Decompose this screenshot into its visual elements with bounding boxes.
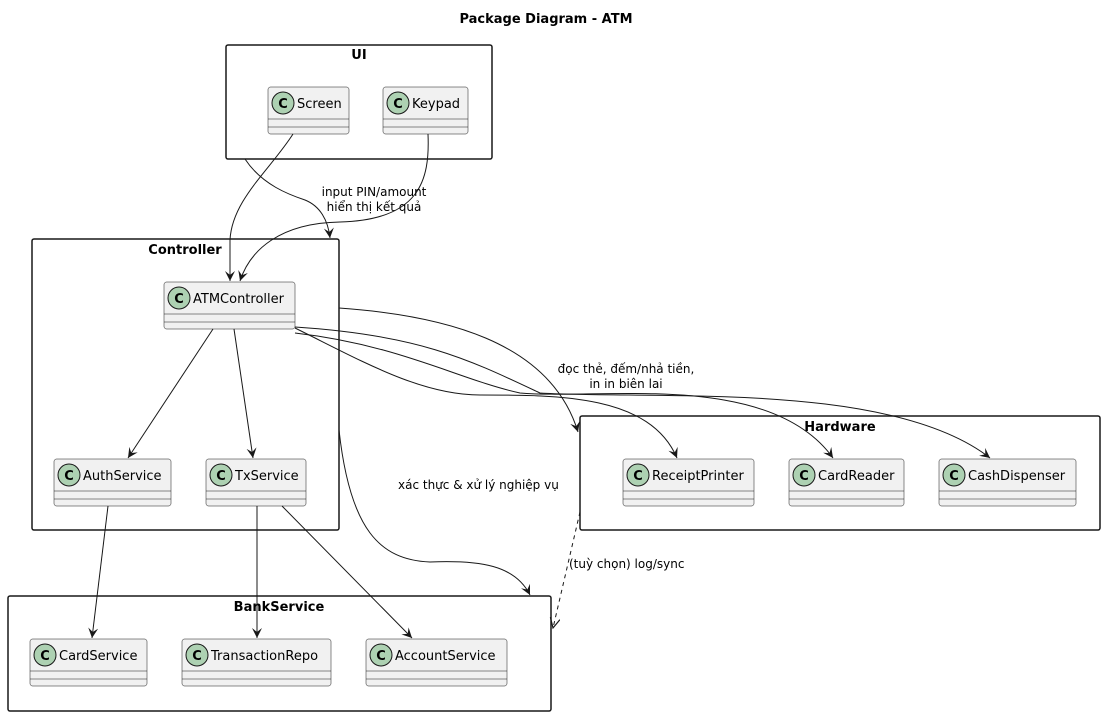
class-txservice[interactable]: C TxService: [205, 458, 307, 507]
package-hardware-label: Hardware: [804, 420, 876, 435]
edge-atmcontroller-to-receiptprinter: [294, 327, 678, 459]
class-authservice[interactable]: C AuthService: [53, 458, 172, 507]
class-cardservice[interactable]: C CardService: [29, 638, 148, 687]
class-atmcontroller-label: ATMController: [193, 292, 285, 307]
class-cashdispenser[interactable]: C CashDispenser: [938, 458, 1077, 507]
class-icon-letter: C: [216, 469, 226, 484]
diagram-title: Package Diagram - ATM: [459, 12, 632, 27]
class-txservice-label: TxService: [234, 469, 299, 484]
class-icon: [167, 286, 191, 310]
edge-authservice-to-cardservice: [88, 505, 109, 639]
class-icon: [942, 463, 966, 487]
class-icon: [185, 643, 209, 667]
class-cardreader-label: CardReader: [818, 469, 895, 484]
class-icon: [271, 91, 295, 115]
edge-label-ui-controller-line1: input PIN/amount: [322, 185, 427, 199]
edge-atmcontroller-to-authservice: [127, 328, 214, 459]
class-cardreader[interactable]: C CardReader: [788, 458, 905, 507]
edge-keypad-to-atmcontroller: [238, 133, 429, 282]
class-cardservice-label: CardService: [59, 649, 137, 664]
edge-label-controller-hardware-line1: đọc thẻ, đếm/nhả tiền,: [558, 362, 695, 376]
package-ui: UI: [225, 44, 493, 160]
class-accountservice[interactable]: C AccountService: [365, 638, 508, 687]
edge-ui-to-controller: [244, 158, 334, 239]
class-authservice-label: AuthService: [83, 469, 162, 484]
class-icon: [57, 463, 81, 487]
class-cashdispenser-label: CashDispenser: [968, 469, 1066, 484]
package-bankservice-label: BankService: [234, 600, 325, 615]
class-receiptprinter-label: ReceiptPrinter: [652, 469, 744, 484]
class-icon-letter: C: [40, 649, 50, 664]
class-screen-label: Screen: [297, 97, 342, 112]
class-transactionrepo-label: TransactionRepo: [210, 649, 318, 664]
class-icon-letter: C: [393, 97, 403, 112]
package-controller: Controller: [31, 238, 340, 531]
class-icon-letter: C: [278, 97, 288, 112]
class-icon-letter: C: [633, 469, 643, 484]
class-icon-letter: C: [799, 469, 809, 484]
class-icon-letter: C: [192, 649, 202, 664]
package-hardware: Hardware: [579, 415, 1101, 531]
edge-atmcontroller-to-cardreader: [294, 332, 834, 459]
class-icon: [626, 463, 650, 487]
edge-atmcontroller-to-cashdispenser: [294, 326, 991, 459]
edge-controller-to-hardware: [338, 307, 580, 433]
class-keypad-label: Keypad: [412, 97, 460, 112]
class-icon-letter: C: [376, 649, 386, 664]
edge-screen-to-atmcontroller: [225, 133, 294, 281]
class-icon: [209, 463, 233, 487]
edge-controller-to-bank: [338, 429, 531, 596]
class-icon: [792, 463, 816, 487]
class-keypad[interactable]: C Keypad: [382, 86, 469, 135]
class-icon: [33, 643, 57, 667]
edges: [88, 133, 991, 639]
edge-label-controller-hardware-line2: in in biên lai: [589, 377, 662, 391]
class-transactionrepo[interactable]: C TransactionRepo: [181, 638, 332, 687]
class-icon-letter: C: [949, 469, 959, 484]
edge-hardware-to-bank: [553, 511, 581, 628]
class-icon: [369, 643, 393, 667]
edge-atmcontroller-to-txservice: [233, 328, 257, 459]
class-screen[interactable]: C Screen: [267, 86, 350, 135]
class-icon: [386, 91, 410, 115]
class-accountservice-label: AccountService: [395, 649, 496, 664]
edge-label-hardware-bank: (tuỳ chọn) log/sync: [569, 557, 684, 571]
class-icon-letter: C: [174, 292, 184, 307]
class-icon-letter: C: [64, 469, 74, 484]
package-bankservice: BankService: [7, 595, 552, 712]
edge-label-ui-controller-line2: hiển thị kết quả: [327, 200, 422, 214]
class-receiptprinter[interactable]: C ReceiptPrinter: [622, 458, 755, 507]
package-controller-label: Controller: [148, 243, 222, 258]
class-atmcontroller[interactable]: C ATMController: [163, 281, 296, 330]
edge-label-controller-bank: xác thực & xử lý nghiệp vụ: [398, 478, 559, 492]
package-ui-label: UI: [351, 48, 366, 63]
edge-txservice-to-accountservice: [281, 505, 413, 639]
